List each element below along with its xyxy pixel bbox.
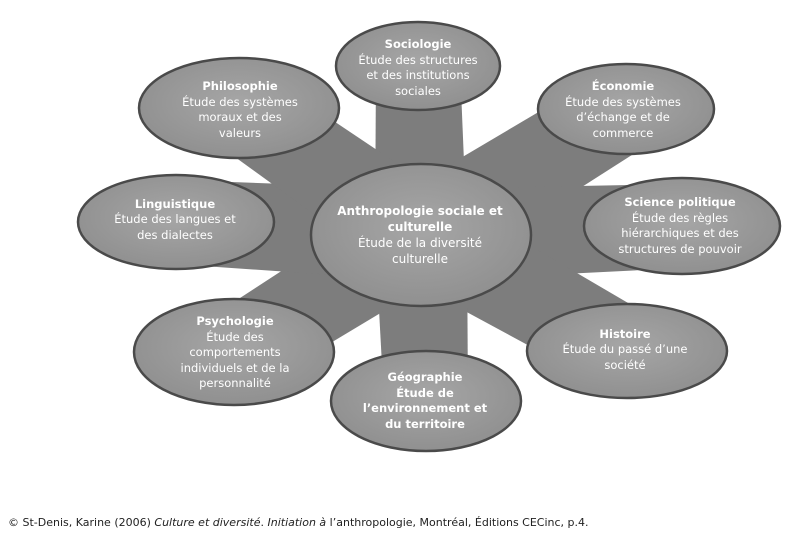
node-desc-line: d’échange et de <box>576 110 670 124</box>
node-title: Science politique <box>624 195 736 209</box>
node-desc-line: valeurs <box>218 125 262 140</box>
node-desc-line: Étude des règles <box>631 210 729 225</box>
node-title: Philosophie <box>202 79 278 93</box>
center-desc-line: Étude de la diversité <box>357 236 483 250</box>
node-title: Histoire <box>599 326 651 341</box>
economie-ellipse <box>536 62 716 156</box>
node-desc-line: Étude du passé d’une <box>562 342 688 357</box>
center-desc-line: culturelle <box>392 252 448 266</box>
node-desc-line: société <box>604 357 646 372</box>
node-title: Économie <box>591 79 655 93</box>
node-economie: Économie Étude des systèmes d’échange et… <box>548 70 698 150</box>
caption-book-title: Culture et diversité <box>154 516 261 529</box>
node-philosophie: Philosophie Étude des systèmes moraux et… <box>160 70 320 150</box>
psychologie-ellipse <box>132 297 336 407</box>
node-desc-line: Étude des langues et <box>114 212 236 227</box>
node-desc-line: des dialectes <box>137 227 213 242</box>
node-desc-line: Étude des systèmes <box>182 94 298 109</box>
node-desc-line: Étude des systèmes <box>565 94 681 109</box>
node-title: Sociologie <box>384 37 452 51</box>
node-desc-line: du territoire <box>385 416 465 431</box>
caption-suffix: l’anthropologie, Montréal, Éditions CECi… <box>326 516 589 529</box>
node-title: Psychologie <box>196 314 274 329</box>
node-desc-line: moraux et des <box>198 110 282 124</box>
node-desc-line: hiérarchiques et des <box>621 226 739 240</box>
node-histoire: Histoire Étude du passé d’une société <box>545 315 705 385</box>
center-title-line: Anthropologie sociale et <box>337 204 503 218</box>
node-title: Géographie <box>387 370 463 384</box>
source-caption: © St-Denis, Karine (2006) Culture et div… <box>8 516 589 529</box>
caption-prefix: © St-Denis, Karine (2006) <box>8 516 155 529</box>
node-center-anthropologie: Anthropologie sociale et culturelle Étud… <box>325 190 515 280</box>
linguistique-ellipse <box>76 173 276 271</box>
node-desc-line: Étude des <box>206 329 264 344</box>
node-science-politique: Science politique Étude des règles hiéra… <box>600 186 760 266</box>
node-title: Linguistique <box>134 196 216 211</box>
node-psychologie: Psychologie Étude des comportements indi… <box>155 308 315 398</box>
node-desc-line: Étude de <box>396 385 454 400</box>
node-desc-line: sociales <box>395 83 441 98</box>
node-ellipses <box>76 20 782 453</box>
caption-subtitle: Initiation à <box>267 516 327 529</box>
node-desc-line: et des institutions <box>366 68 470 82</box>
node-geographie: Géographie Étude de l’environnement et d… <box>345 362 505 440</box>
geographie-ellipse <box>329 349 523 453</box>
node-desc-line: commerce <box>592 125 654 140</box>
caption-middle: . <box>260 516 268 529</box>
sociologie-ellipse <box>334 20 502 112</box>
node-desc-line: Étude des structures <box>358 52 478 67</box>
science-politique-ellipse <box>582 176 782 276</box>
histoire-ellipse <box>525 302 729 400</box>
center-title-line: culturelle <box>387 220 453 234</box>
node-linguistique: Linguistique Étude des langues et des di… <box>95 190 255 250</box>
node-desc-line: personnalité <box>199 376 271 391</box>
center-ellipse <box>309 162 533 308</box>
node-sociologie: Sociologie Étude des structures et des i… <box>343 28 493 108</box>
node-desc-line: l’environnement et <box>362 401 488 415</box>
philosophie-ellipse <box>137 56 341 160</box>
node-desc-line: comportements <box>189 345 281 360</box>
node-desc-line: structures de pouvoir <box>618 241 742 256</box>
node-desc-line: individuels et de la <box>180 360 290 375</box>
